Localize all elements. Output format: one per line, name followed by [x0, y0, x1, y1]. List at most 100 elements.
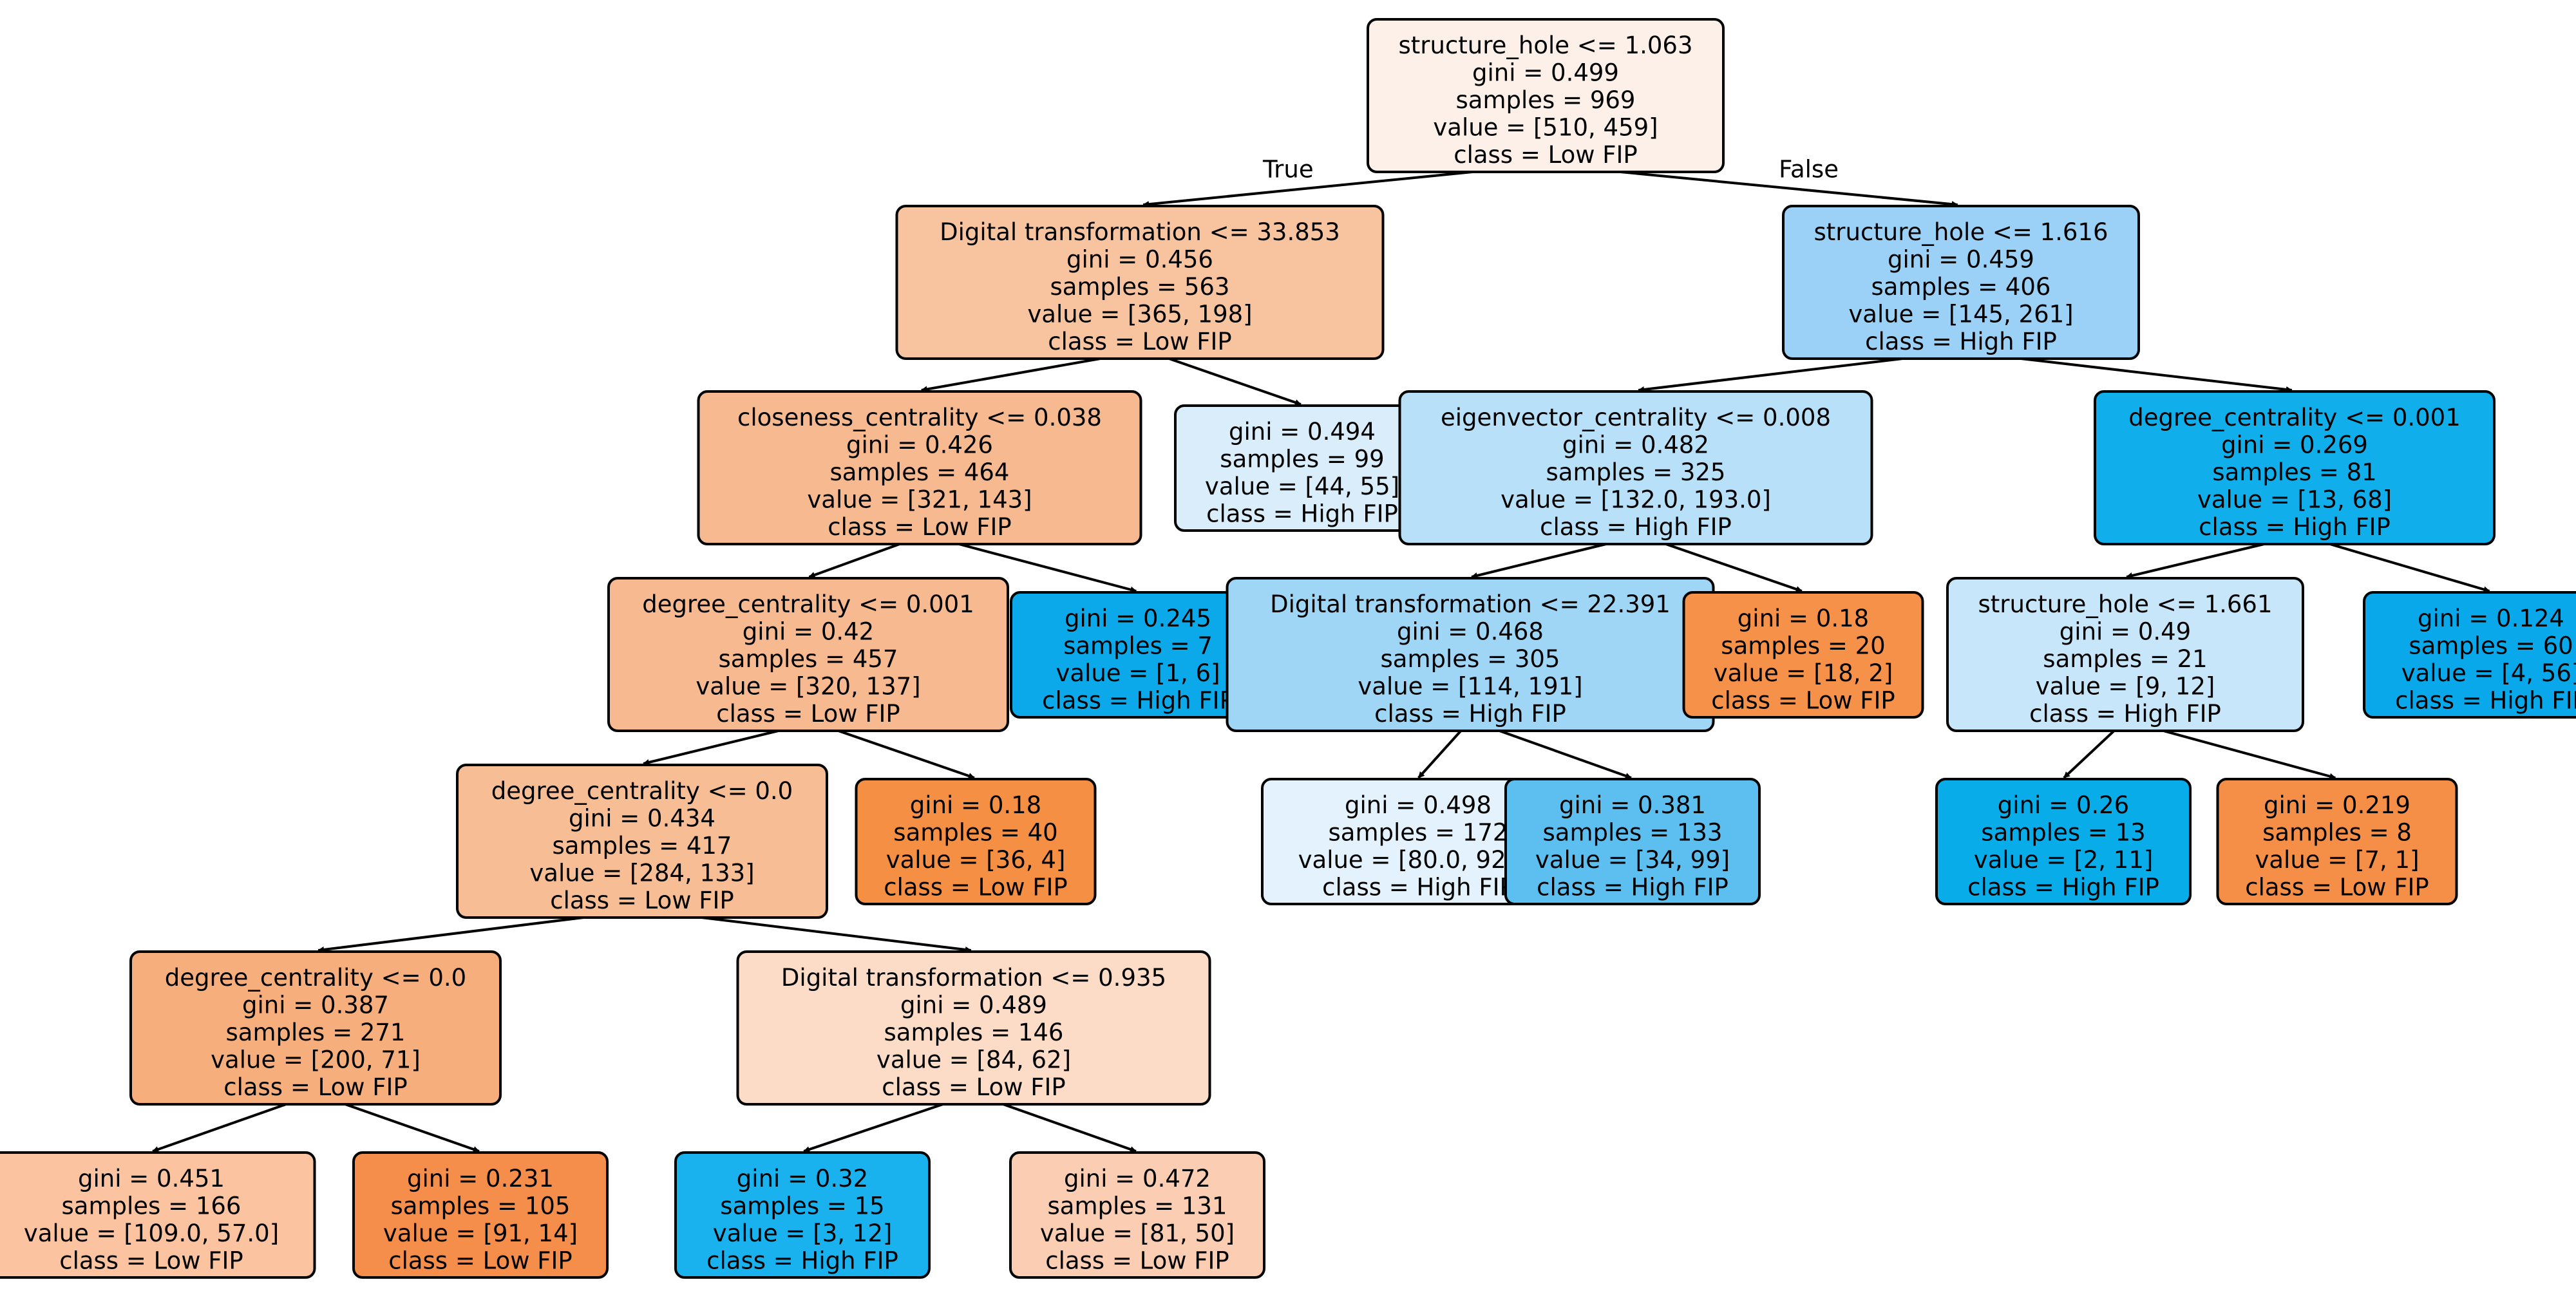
node-box: [2363, 591, 2576, 719]
node-line: Digital transformation <= 0.935: [781, 964, 1166, 992]
node-line: class = Low FIP: [59, 1247, 243, 1275]
tree-edge-n5-n10: [1665, 543, 1803, 592]
tree-edge-n13-n19: [317, 916, 583, 953]
node-line: gini = 0.459: [1888, 246, 2034, 274]
node-line: gini = 0.219: [2264, 791, 2410, 819]
node-line: value = [510, 459]: [1433, 114, 1658, 142]
node-line: value = [80.0, 92.0]: [1298, 846, 1539, 874]
tree-edge-n1-n3: [920, 357, 1101, 393]
tree-edge-n19-n21: [152, 1103, 287, 1153]
node-line: value = [44, 55]: [1205, 473, 1399, 500]
node-box: [1504, 778, 1761, 905]
node-line: value = [81, 50]: [1040, 1220, 1235, 1247]
node-box: [456, 764, 828, 919]
node-line: samples = 21: [2043, 645, 2207, 673]
tree-edge-n19-n22: [345, 1103, 480, 1153]
node-box: [607, 577, 1009, 732]
node-line: value = [320, 137]: [696, 673, 920, 701]
node-line: samples = 406: [1871, 273, 2051, 301]
node-line: value = [2, 11]: [1974, 846, 2154, 874]
tree-edge-n3-n7: [808, 543, 900, 578]
node-line: gini = 0.26: [1998, 791, 2129, 819]
node-line: value = [1, 6]: [1056, 659, 1220, 687]
node-line: gini = 0.387: [242, 992, 389, 1019]
node-line: gini = 0.245: [1065, 605, 1211, 632]
tree-edge-n20-n23: [803, 1103, 943, 1153]
node-line: value = [145, 261]: [1848, 301, 2073, 328]
node-line: class = High FIP: [1322, 874, 1514, 901]
node-line: samples = 20: [1721, 632, 1885, 660]
node-box: [1682, 591, 1924, 719]
node-line: class = Low FIP: [1048, 328, 1232, 355]
node-line: class = Low FIP: [550, 887, 734, 914]
node-line: samples = 60: [2409, 632, 2573, 660]
node-line: samples = 15: [720, 1192, 884, 1220]
tree-edge-n2-n5: [1638, 357, 1903, 393]
node-line: class = Low FIP: [223, 1073, 408, 1101]
node-line: class = High FIP: [2029, 700, 2221, 728]
node-line: value = [91, 14]: [383, 1220, 578, 1247]
node-line: gini = 0.498: [1345, 791, 1492, 819]
node-line: degree_centrality <= 0.001: [2128, 404, 2461, 431]
node-line: samples = 105: [391, 1192, 571, 1220]
node-line: value = [3, 12]: [713, 1220, 893, 1247]
tree-edge-n9-n15: [1417, 730, 1462, 779]
node-line: class = Low FIP: [2245, 874, 2429, 901]
node-box: [2216, 778, 2458, 905]
node-line: samples = 133: [1543, 819, 1723, 847]
node-line: samples = 464: [830, 458, 1010, 486]
node-line: samples = 99: [1220, 446, 1384, 473]
node-line: samples = 969: [1456, 86, 1636, 114]
node-line: Digital transformation <= 33.853: [940, 218, 1340, 246]
node-box: [697, 390, 1142, 545]
node-line: gini = 0.456: [1066, 246, 1213, 274]
node-line: class = High FIP: [706, 1247, 898, 1275]
node-line: samples = 8: [2262, 819, 2412, 847]
node-line: value = [9, 12]: [2036, 673, 2215, 701]
node-box: [895, 205, 1385, 360]
node-line: value = [109.0, 57.0]: [24, 1220, 279, 1247]
node-line: value = [13, 68]: [2197, 486, 2392, 514]
node-box: [1946, 577, 2304, 732]
node-line: value = [84, 62]: [876, 1046, 1071, 1074]
node-line: degree_centrality <= 0.0: [491, 777, 793, 805]
node-line: gini = 0.499: [1472, 59, 1619, 87]
node-line: value = [321, 143]: [807, 486, 1032, 514]
node-box: [1009, 1151, 1265, 1279]
node-line: samples = 271: [226, 1019, 406, 1046]
node-line: class = Low FIP: [882, 1073, 1066, 1101]
node-line: gini = 0.42: [743, 618, 874, 646]
node-box: [1398, 390, 1873, 545]
node-box: [736, 950, 1211, 1106]
node-line: class = High FIP: [2199, 513, 2391, 541]
edge-label-false_label: False: [1779, 156, 1839, 184]
node-line: structure_hole <= 1.661: [1978, 590, 2273, 618]
node-line: class = Low FIP: [1045, 1247, 1229, 1275]
node-line: samples = 131: [1048, 1192, 1227, 1220]
node-line: class = High FIP: [2395, 687, 2576, 715]
node-box: [1782, 205, 2140, 360]
node-line: value = [4, 56]: [2401, 659, 2576, 687]
node-line: class = High FIP: [1374, 700, 1566, 728]
node-line: gini = 0.451: [78, 1165, 225, 1192]
tree-edge-n6-n11: [2126, 543, 2265, 579]
node-line: gini = 0.18: [1738, 605, 1869, 632]
node-line: eigenvector_centrality <= 0.008: [1441, 404, 1831, 431]
tree-edge-n0-n2: [1620, 171, 1958, 208]
node-line: class = High FIP: [1540, 513, 1732, 541]
node-line: Digital transformation <= 22.391: [1270, 590, 1671, 618]
node-box: [0, 1151, 316, 1279]
